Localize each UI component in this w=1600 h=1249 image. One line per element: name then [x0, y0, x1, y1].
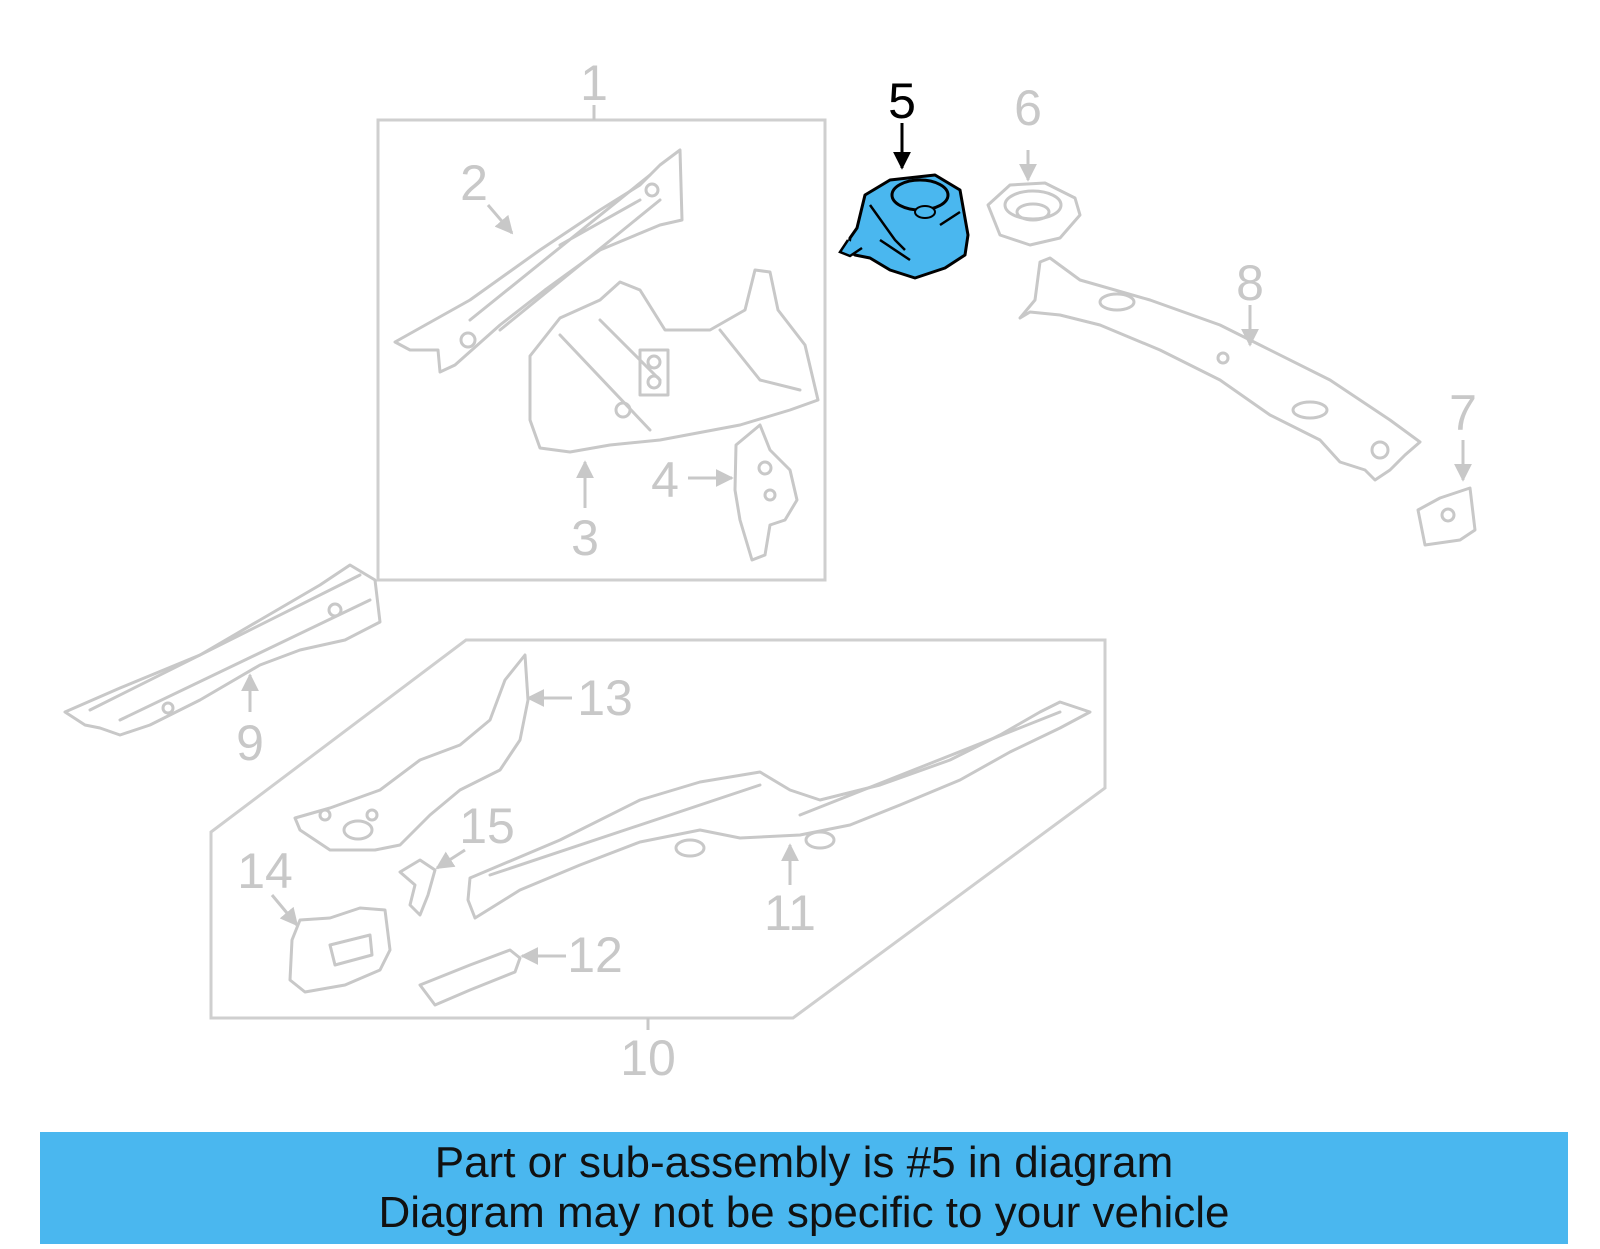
- callout-5: 5: [888, 73, 916, 129]
- banner-line-1: Part or sub-assembly is #5 in diagram: [434, 1138, 1174, 1187]
- part-12[interactable]: [418, 948, 522, 1007]
- leader-2: [486, 204, 514, 235]
- callout-8: 8: [1236, 255, 1264, 311]
- callout-2: 2: [460, 155, 488, 211]
- group-box-10: [209, 638, 1107, 1020]
- callout-10: 10: [620, 1030, 676, 1086]
- leader-15: [435, 848, 466, 870]
- banner-line-2: Diagram may not be specific to your vehi…: [378, 1188, 1230, 1237]
- group-box-1: [376, 118, 827, 582]
- part-5-highlighted[interactable]: [838, 173, 970, 280]
- callout-4: 4: [651, 452, 679, 508]
- part-13[interactable]: [293, 653, 530, 852]
- part-15[interactable]: [398, 858, 437, 917]
- part-4[interactable]: [733, 423, 799, 562]
- info-banner: Part or sub-assembly is #5 in diagram Di…: [40, 1132, 1568, 1244]
- callout-15: 15: [459, 798, 515, 854]
- part-3[interactable]: [528, 268, 820, 454]
- callout-12: 12: [567, 927, 623, 983]
- callout-3: 3: [571, 510, 599, 566]
- callout-13: 13: [577, 670, 633, 726]
- callout-7: 7: [1449, 385, 1477, 441]
- part-8[interactable]: [1018, 256, 1422, 482]
- part-11[interactable]: [466, 700, 1092, 920]
- part-9[interactable]: [63, 563, 382, 737]
- leader-14: [270, 894, 299, 927]
- callout-1: 1: [580, 55, 608, 111]
- part-7[interactable]: [1416, 486, 1477, 547]
- callout-11: 11: [764, 885, 816, 941]
- callout-14: 14: [237, 843, 293, 899]
- callout-9: 9: [236, 715, 264, 771]
- part-2[interactable]: [393, 148, 684, 374]
- part-6[interactable]: [986, 181, 1082, 247]
- callout-6: 6: [1014, 80, 1042, 136]
- part-14[interactable]: [288, 906, 392, 994]
